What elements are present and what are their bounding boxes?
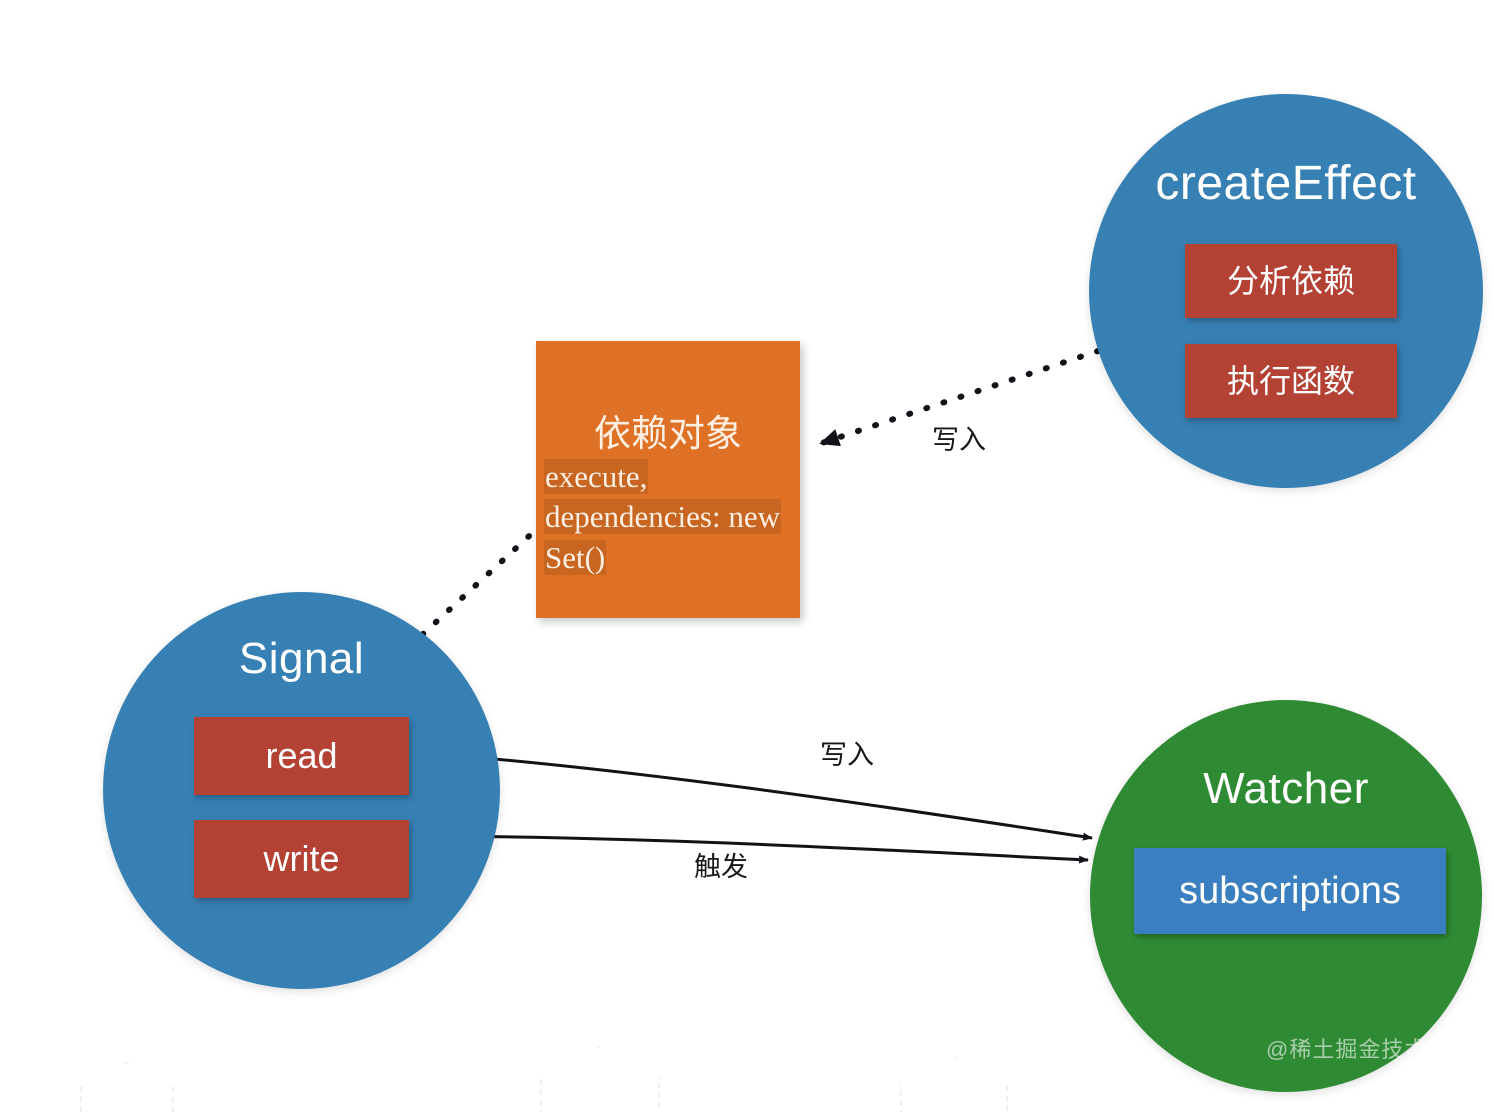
node-watcher[interactable]: Watcher subscriptions @稀土掘金技术社区 (1090, 700, 1482, 1092)
signal-item-read[interactable]: read (194, 717, 409, 795)
background-hexagon-decoration (900, 1056, 1008, 1112)
node-dependency-object[interactable]: 依赖对象 execute, dependencies: new Set() (536, 341, 800, 618)
signal-item-write[interactable]: write (194, 820, 409, 898)
create-effect-title: createEffect (1155, 157, 1417, 210)
node-signal[interactable]: Signal read write (103, 592, 500, 989)
site-watermark: @稀土掘金技术社区 (1266, 1037, 1474, 1062)
background-hexagon-decoration (80, 1062, 174, 1112)
signal-item-label: write (263, 838, 340, 879)
edge-label-write-to-watcher: 触发 (694, 852, 748, 882)
edge-label-effect-to-dependency: 写入 (932, 425, 986, 455)
signal-title: Signal (238, 634, 365, 683)
edge-label-read-to-watcher: 写入 (820, 740, 874, 770)
watcher-item-subscriptions[interactable]: subscriptions (1134, 848, 1446, 934)
background-hexagon-decoration (540, 1046, 660, 1112)
watcher-item-label: subscriptions (1179, 870, 1401, 912)
dependency-object-code-line: Set() (544, 539, 607, 575)
dependency-object-code-line: execute, (544, 459, 649, 494)
watcher-title: Watcher (1203, 764, 1369, 813)
edge-read-to-watcher (407, 750, 1093, 841)
create-effect-item-run-function[interactable]: 执行函数 (1185, 344, 1397, 418)
signal-item-label: read (265, 735, 338, 776)
create-effect-item-label: 执行函数 (1226, 363, 1355, 399)
dependency-object-code-line: dependencies: new (544, 499, 781, 535)
dependency-object-title: 依赖对象 (594, 413, 742, 454)
node-create-effect[interactable]: createEffect 分析依赖 执行函数 (1089, 94, 1483, 488)
create-effect-item-label: 分析依赖 (1226, 263, 1355, 299)
create-effect-item-analyze-deps[interactable]: 分析依赖 (1185, 244, 1397, 318)
dependency-object-code: execute, dependencies: new Set() (544, 457, 796, 578)
edge-write-to-watcher (407, 834, 1089, 864)
